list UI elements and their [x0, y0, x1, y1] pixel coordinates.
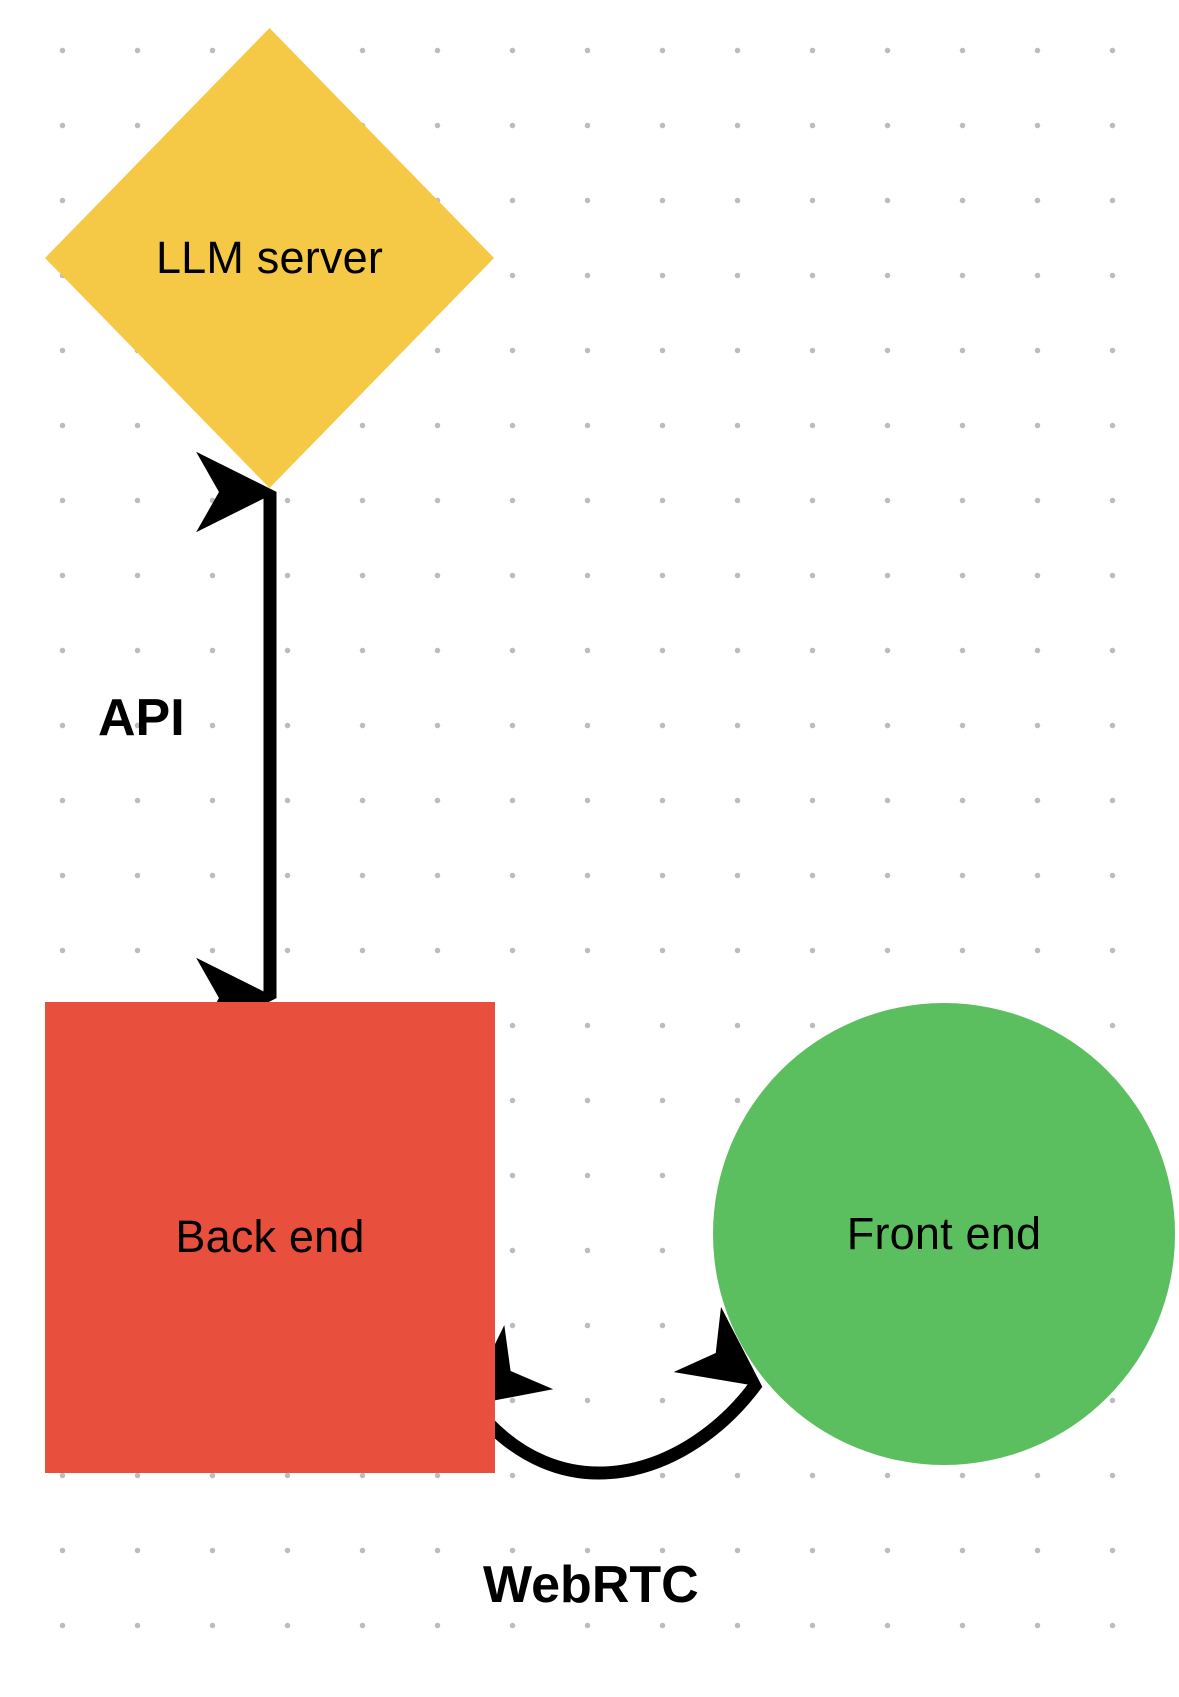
edge-label-api: API	[98, 689, 185, 747]
edge-label-webrtc: WebRTC	[483, 1556, 699, 1614]
edge-webrtc[interactable]	[464, 1306, 763, 1480]
node-front-end[interactable]: Front end	[713, 1003, 1175, 1465]
node-label-llm-server: LLM server	[155, 232, 384, 283]
node-back-end[interactable]: Back end	[45, 1002, 495, 1473]
node-label-back-end: Back end	[175, 1211, 365, 1262]
node-llm-server[interactable]: LLM server	[45, 28, 494, 488]
node-label-front-end: Front end	[846, 1208, 1042, 1259]
